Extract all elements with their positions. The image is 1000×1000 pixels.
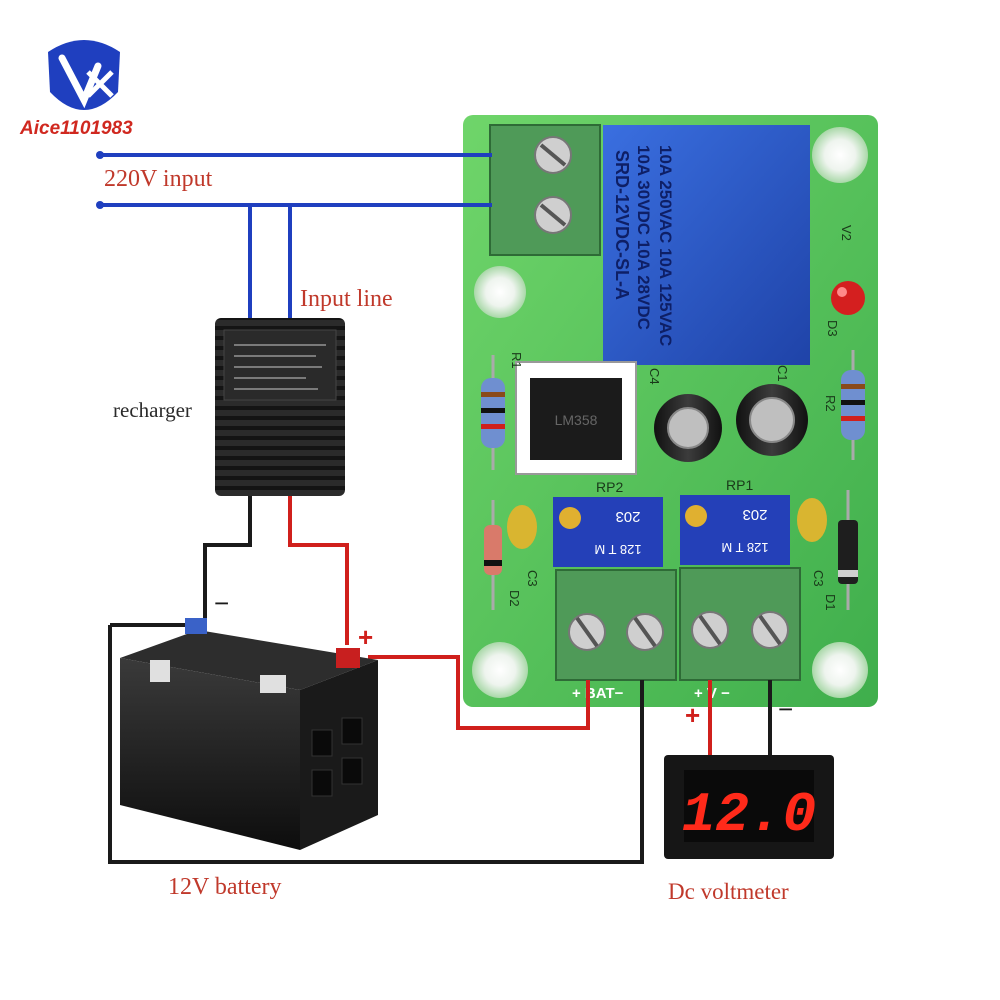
relay: 10A 250VAC 10A 125VAC 10A 30VDC 10A 28VD… <box>603 125 810 365</box>
relay-text-2: 10A 30VDC 10A 28VDC <box>634 145 653 330</box>
relay-text-1: 10A 250VAC 10A 125VAC <box>656 145 675 346</box>
voltmeter-reading: 12.0 <box>682 783 816 847</box>
battery-12v <box>120 618 378 850</box>
ic-chip: LM358 <box>516 362 636 474</box>
bat-terminal-block <box>556 570 676 680</box>
potentiometer-rp1: 203 128 T M <box>680 495 790 565</box>
ref-r2: R2 <box>823 395 838 412</box>
ref-d2: D2 <box>507 590 522 607</box>
ref-c1: C1 <box>775 365 790 382</box>
ref-r1: R1 <box>509 352 524 369</box>
rp2-sub: 128 T M <box>594 542 641 557</box>
battery-plus-sign: + <box>358 622 373 653</box>
v-terminal-block <box>680 568 800 680</box>
ref-v2: V2 <box>839 225 854 241</box>
potentiometer-rp2: 203 128 T M <box>553 497 663 567</box>
label-dc-voltmeter: Dc voltmeter <box>668 879 789 905</box>
ic-chip-label: LM358 <box>555 412 598 428</box>
ref-c4: C4 <box>647 368 662 385</box>
recharger-adapter <box>215 318 345 496</box>
ref-d1: D1 <box>823 594 838 611</box>
led-indicator <box>831 281 865 315</box>
label-recharger: recharger <box>113 398 192 423</box>
ref-rp2: RP2 <box>596 479 623 495</box>
input-terminal-block <box>490 125 600 255</box>
brand-name: Aice1101983 <box>20 118 133 140</box>
ref-c3-right: C3 <box>811 570 826 587</box>
ref-d3: D3 <box>825 320 840 337</box>
battery-negative-terminal <box>185 618 207 634</box>
rp1-sub: 128 T M <box>721 540 768 555</box>
label-input-line: Input line <box>300 286 393 313</box>
ref-rp1: RP1 <box>726 477 753 493</box>
rp2-code: 203 <box>615 508 640 525</box>
relay-text-3: SRD-12VDC-SL-A <box>612 150 632 300</box>
ref-c3-left: C3 <box>525 570 540 587</box>
rp1-code: 203 <box>742 506 767 523</box>
terminal-bat-label: + BAT− <box>572 685 624 702</box>
battery-minus-sign: − <box>214 588 229 619</box>
dc-voltmeter-device: 12.0 <box>664 755 834 859</box>
voltmeter-minus-sign: − <box>778 694 793 725</box>
voltmeter-plus-sign: + <box>685 700 700 731</box>
brand-logo <box>48 40 120 110</box>
battery-positive-terminal <box>336 648 360 668</box>
capacitor-c1 <box>736 384 808 456</box>
capacitor-c4 <box>654 394 722 462</box>
label-220v-input: 220V input <box>104 166 212 193</box>
label-12v-battery: 12V battery <box>168 874 282 901</box>
